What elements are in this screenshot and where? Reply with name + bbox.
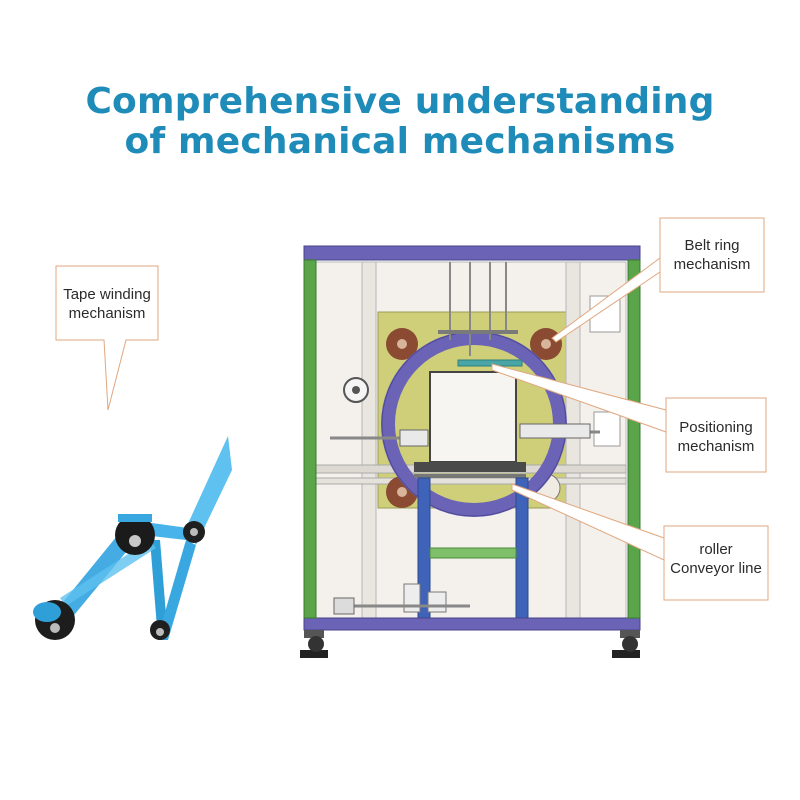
positioning-bar	[457, 359, 523, 367]
product-box	[429, 371, 517, 463]
roller-conveyor-label: roller Conveyor line	[664, 540, 768, 578]
roller-conveyor	[414, 462, 526, 472]
machine-foot	[612, 630, 640, 658]
tape-roller	[183, 521, 205, 543]
tape-winding-label-line-1: Tape winding	[63, 286, 151, 303]
belt-ring-label-line-1: Belt ring	[684, 237, 740, 254]
machine-foot	[300, 630, 328, 658]
drive-wheel	[386, 328, 418, 360]
tape-strip	[150, 540, 168, 640]
title-line-1: Comprehensive understanding	[85, 81, 715, 122]
positioning-label-line-1: Positioning	[679, 419, 753, 436]
positioning-leader	[491, 363, 667, 433]
positioning-label: Positioning mechanism	[666, 418, 766, 456]
tape-winding-label: Tape winding mechanism	[56, 285, 158, 323]
roller-conveyor-callout-box	[663, 525, 769, 601]
title-line-2: of mechanical mechanisms	[124, 121, 676, 162]
tape-strip	[186, 436, 232, 545]
roller-conveyor-label-line-1: roller	[699, 541, 733, 558]
tape-roller	[150, 620, 170, 640]
tape-strip	[158, 540, 196, 640]
tape-winding-illustration	[33, 436, 232, 640]
tape-strip	[60, 540, 156, 606]
tape-winding-callout-box	[55, 265, 159, 411]
belt-ring-leader	[551, 257, 661, 343]
tape-winding-label-line-2: mechanism	[68, 305, 146, 322]
machine	[300, 245, 641, 658]
belt-ring-callout-box	[659, 217, 765, 293]
belt-ring-label: Belt ring mechanism	[660, 236, 764, 274]
tape-roller	[33, 600, 75, 640]
roller-conveyor-label-line-2: Conveyor line	[670, 560, 762, 577]
positioning-label-line-2: mechanism	[677, 438, 755, 455]
tape-roller	[115, 514, 155, 555]
roller-conveyor-leader	[511, 483, 665, 561]
positioning-callout-box	[665, 397, 767, 473]
page-title: Comprehensive understanding of mechanica…	[0, 82, 800, 162]
belt-ring-label-line-2: mechanism	[673, 256, 751, 273]
